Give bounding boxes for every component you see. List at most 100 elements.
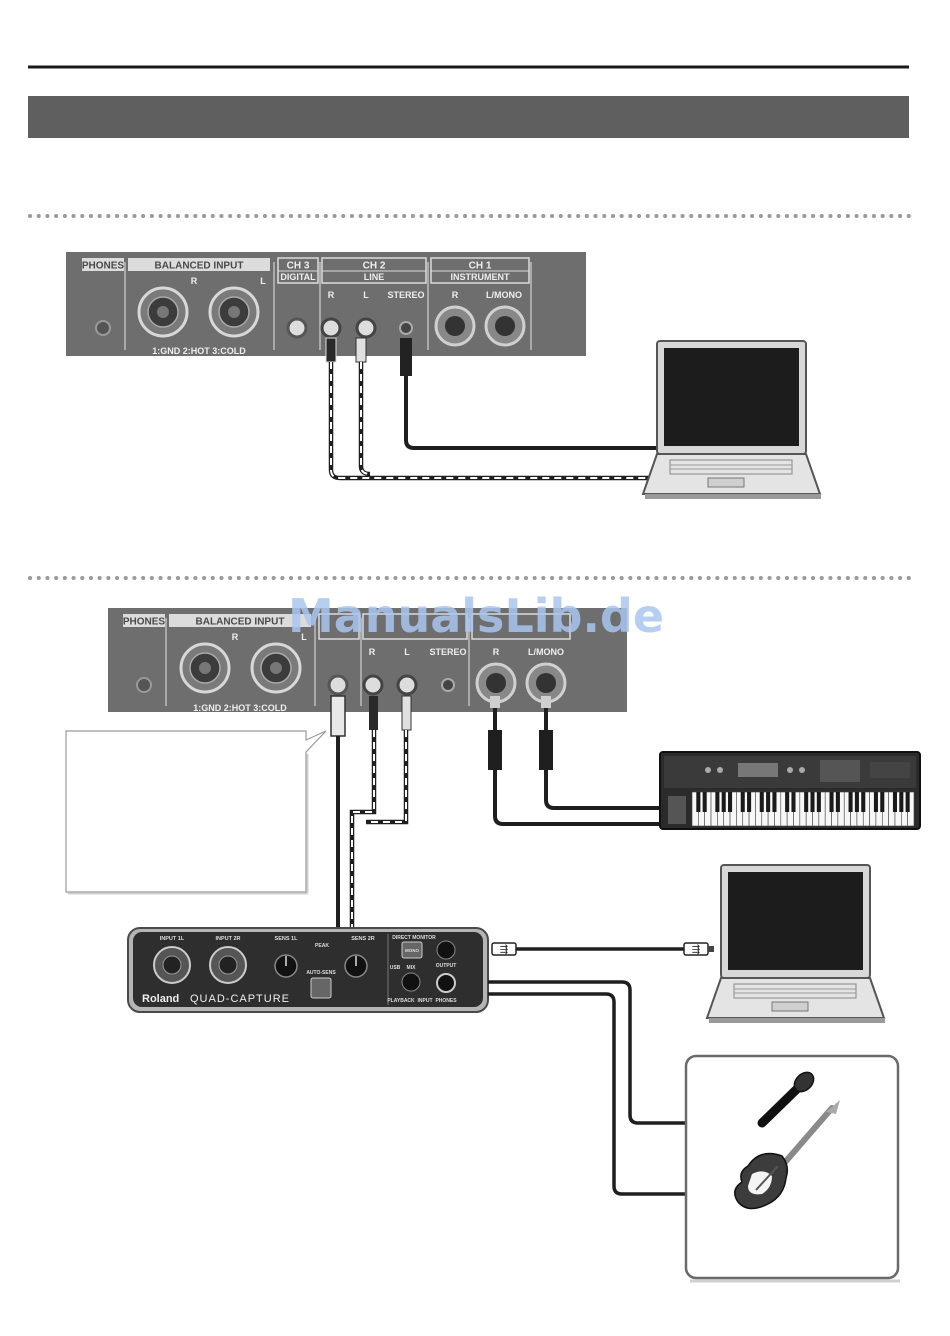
section-header-bar bbox=[28, 96, 909, 138]
interface-input-label: INPUT bbox=[418, 998, 433, 1004]
input-cables bbox=[488, 980, 760, 1196]
interface-usb-label: USB bbox=[390, 965, 401, 971]
rca-plug-icon bbox=[355, 337, 367, 363]
sources-box bbox=[684, 1054, 900, 1283]
auto-sens-button bbox=[310, 977, 332, 999]
rca-plug-icon bbox=[325, 337, 337, 363]
panel1-inst-lmono-label: L/MONO bbox=[486, 290, 522, 300]
interface-playback-label: PLAYBACK bbox=[387, 998, 415, 1004]
black-key bbox=[696, 792, 701, 812]
rear-panel-2: PHONES BALANCED INPUT R L R L STEREO R L… bbox=[108, 608, 627, 713]
panel2-r-label: R bbox=[232, 632, 239, 642]
coaxial-jack-icon bbox=[286, 317, 308, 339]
black-key bbox=[848, 792, 853, 812]
microphone-icon bbox=[757, 1071, 815, 1128]
black-key bbox=[747, 792, 752, 812]
mix-knob-icon bbox=[401, 972, 421, 992]
watermark-text: ManualsLib.de bbox=[288, 589, 664, 643]
rca-jack-icon bbox=[362, 674, 384, 696]
interface-phones-label: PHONES bbox=[435, 998, 457, 1004]
usb-icon: ⇶ bbox=[692, 944, 700, 956]
black-key bbox=[740, 792, 745, 812]
black-key bbox=[702, 792, 707, 812]
rca-plug-icon bbox=[369, 696, 378, 730]
panel2-line-l-label: L bbox=[404, 647, 410, 657]
xlr-jack-icon bbox=[250, 642, 302, 694]
black-key bbox=[721, 792, 726, 812]
interface-mono-label: MONO bbox=[405, 948, 419, 953]
panel1-ch2-label: CH 2 bbox=[363, 261, 386, 272]
usb-icon: ⇶ bbox=[500, 944, 508, 956]
panel1-l-label: L bbox=[260, 276, 266, 286]
callout-box bbox=[65, 730, 327, 895]
stereo-jack-icon bbox=[441, 678, 455, 692]
black-key bbox=[766, 792, 771, 812]
black-key bbox=[791, 792, 796, 812]
rca-jack-icon bbox=[320, 317, 342, 339]
xlr-jack-icon bbox=[137, 286, 189, 338]
interface-input-1l-label: INPUT 1L bbox=[160, 936, 185, 942]
panel1-line-label: LINE bbox=[364, 272, 385, 282]
black-key bbox=[810, 792, 815, 812]
usb-cable: ⇶ ⇶ bbox=[491, 942, 714, 956]
panel2-inst-r-label: R bbox=[493, 647, 500, 657]
instrument-plug-icon bbox=[490, 696, 500, 708]
interface-model-label: QUAD-CAPTURE bbox=[190, 993, 290, 1005]
black-key bbox=[854, 792, 859, 812]
black-key bbox=[759, 792, 764, 812]
panel1-instrument-label: INSTRUMENT bbox=[451, 272, 510, 282]
laptop-icon bbox=[705, 864, 886, 1023]
panel1-line-l-label: L bbox=[363, 290, 369, 300]
xlr-jack-icon bbox=[208, 286, 260, 338]
instrument-plug-icon bbox=[541, 696, 551, 708]
interface-direct-monitor-label: DIRECT MONITOR bbox=[392, 935, 436, 941]
interface-sens-1l-label: SENS 1L bbox=[275, 936, 299, 942]
laptop-icon bbox=[641, 340, 822, 499]
coaxial-jack-icon bbox=[327, 674, 349, 696]
black-key bbox=[772, 792, 777, 812]
panel2-inst-lmono-label: L/MONO bbox=[528, 647, 564, 657]
interface-input-2r-label: INPUT 2R bbox=[215, 936, 240, 942]
stereo-plug-icon bbox=[400, 338, 412, 376]
panel1-ch1-label: CH 1 bbox=[469, 261, 492, 272]
interface-peak-label: PEAK bbox=[315, 943, 329, 949]
panel1-stereo-label: STEREO bbox=[387, 290, 424, 300]
panel1-cables bbox=[325, 337, 660, 481]
black-key bbox=[899, 792, 904, 812]
phones-jack-icon bbox=[436, 973, 456, 993]
black-key bbox=[804, 792, 809, 812]
interface-brand-logo: Roland bbox=[142, 993, 179, 1005]
black-key bbox=[829, 792, 834, 812]
black-key bbox=[873, 792, 878, 812]
black-keys bbox=[696, 792, 910, 812]
panel2-balanced-input-label: BALANCED INPUT bbox=[196, 617, 285, 628]
stereo-jack-icon bbox=[399, 321, 413, 335]
panel2-phones-label: PHONES bbox=[123, 617, 166, 628]
panel2-line-r-label: R bbox=[369, 647, 376, 657]
panel2-stereo-label: STEREO bbox=[429, 647, 466, 657]
interface-output-label: OUTPUT bbox=[436, 963, 457, 969]
panel1-balanced-input-label: BALANCED INPUT bbox=[155, 261, 244, 272]
black-key bbox=[861, 792, 866, 812]
black-key bbox=[892, 792, 898, 812]
white-keys bbox=[691, 791, 915, 827]
panel2-pinout-label: 1:GND 2:HOT 3:COLD bbox=[193, 703, 287, 713]
output-knob-icon bbox=[436, 940, 456, 960]
interface-mix-label: MIX bbox=[407, 965, 417, 971]
phones-jack-icon bbox=[95, 320, 111, 336]
electric-guitar-icon bbox=[734, 1100, 840, 1210]
black-key bbox=[785, 792, 790, 812]
rca-jack-icon bbox=[355, 317, 377, 339]
panel1-r-label: R bbox=[191, 276, 198, 286]
panel2-l-label: L bbox=[301, 632, 307, 642]
mono-button bbox=[401, 941, 423, 959]
panel2-cables bbox=[330, 695, 662, 930]
panel1-phones-label: PHONES bbox=[82, 261, 125, 272]
black-key bbox=[835, 792, 840, 812]
black-key bbox=[715, 792, 720, 812]
black-key bbox=[728, 792, 733, 812]
rca-plug-icon bbox=[401, 695, 412, 731]
instrument-plug-icon bbox=[539, 730, 553, 770]
panel1-ch3-label: CH 3 bbox=[287, 261, 310, 272]
